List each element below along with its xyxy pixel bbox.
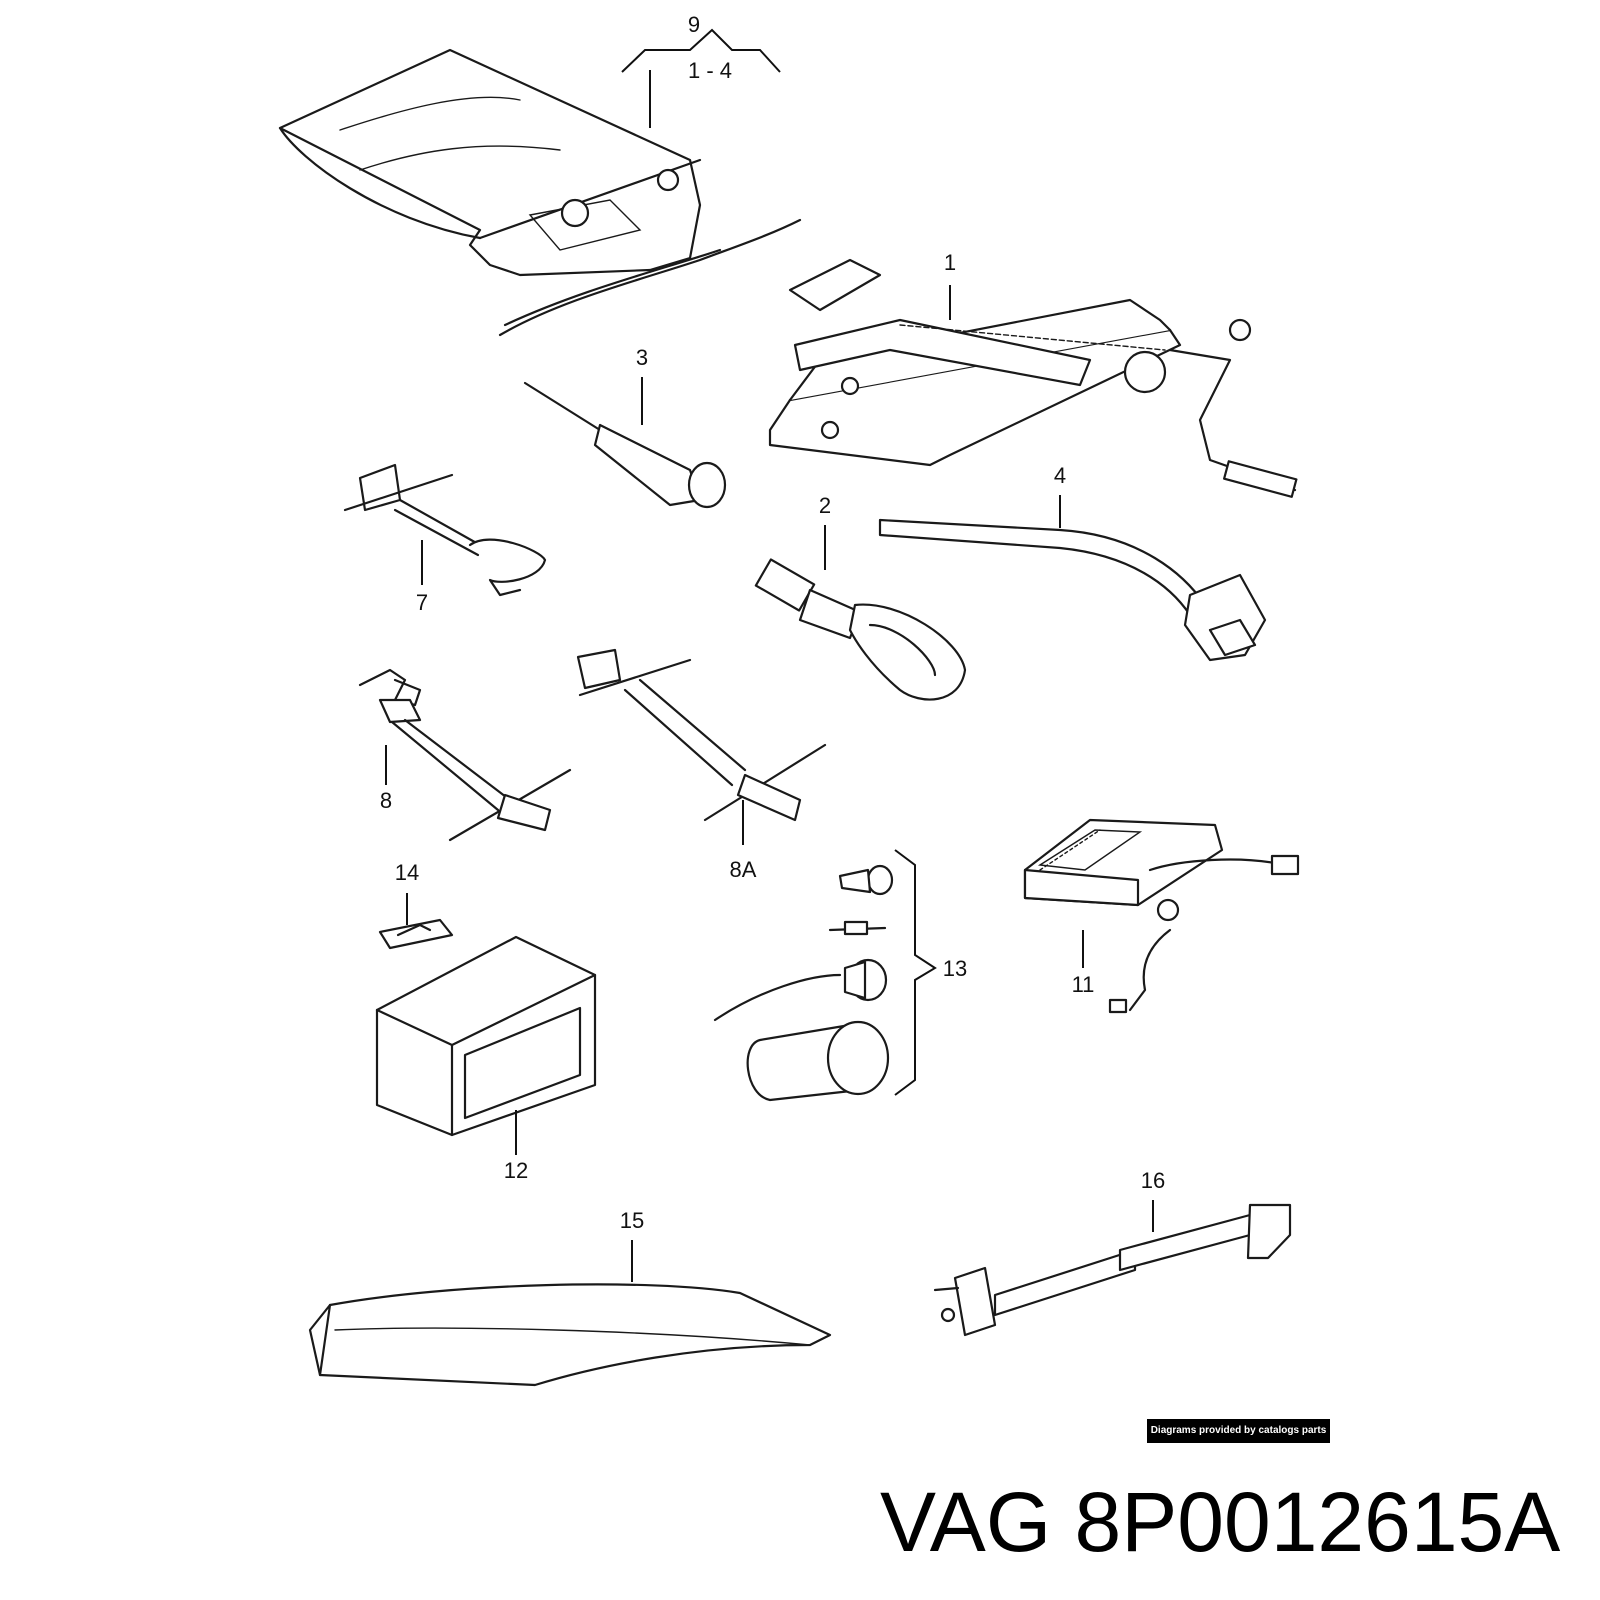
strap-part-8 <box>358 668 572 842</box>
callout-2: 2 <box>819 493 831 518</box>
clip-part-14 <box>378 918 454 950</box>
wheel-brace-part-4 <box>878 518 1267 662</box>
strap-part-7 <box>343 463 547 597</box>
part-number-title: VAG 8P0012615A <box>880 1472 1590 1572</box>
bracket-12 <box>894 849 937 1096</box>
callout-13: 11 <box>1072 972 1095 997</box>
callout-12: 13 <box>943 956 967 981</box>
callout-14: 14 <box>395 860 419 885</box>
tool-bag-part-9 <box>278 48 802 337</box>
diagram-credit-badge: Diagrams provided by catalogs parts <box>1147 1419 1330 1443</box>
callout-7: 7 <box>416 590 428 615</box>
screwdriver-part-3 <box>523 381 727 509</box>
scissor-jack-part-1 <box>768 258 1298 498</box>
compressor-part-13 <box>1023 818 1300 1014</box>
part-number-label: 8P0012615A <box>1074 1475 1561 1569</box>
callout-11: 12 <box>504 1158 528 1183</box>
callout-8a: 8A <box>730 857 757 882</box>
bracket-9 <box>621 28 781 73</box>
brand-label: VAG <box>880 1475 1052 1569</box>
compressor-parts-12 <box>713 864 894 1102</box>
strap-part-8a <box>576 648 827 822</box>
callout-9-range: 1 - 4 <box>688 58 732 83</box>
callout-4: 4 <box>1054 463 1066 488</box>
callout-8: 8 <box>380 788 392 813</box>
callout-1: 1 <box>944 250 956 275</box>
cover-part-15 <box>308 1283 832 1387</box>
bar-part-16 <box>933 1203 1292 1337</box>
towing-eye-part-2 <box>754 558 967 701</box>
callout-16: 16 <box>1141 1168 1165 1193</box>
callout-3: 3 <box>636 345 648 370</box>
callout-15: 15 <box>620 1208 644 1233</box>
callout-9: 9 <box>688 12 700 37</box>
box-part-11 <box>375 935 597 1137</box>
